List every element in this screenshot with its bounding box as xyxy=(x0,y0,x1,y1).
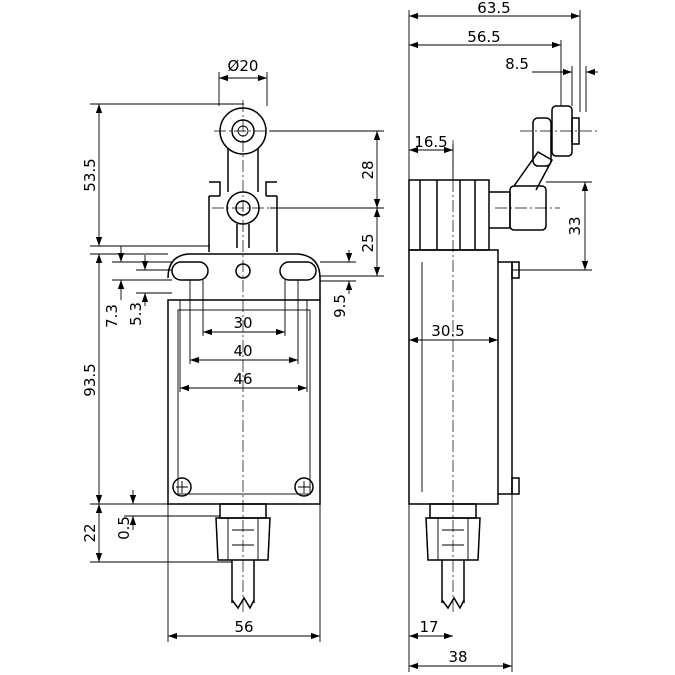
dim-hole-46: 46 xyxy=(233,370,252,388)
axis-centerlines xyxy=(212,130,380,209)
mounting-flange xyxy=(167,253,321,300)
mounting-slot-left xyxy=(171,261,209,281)
cross-recess-icon xyxy=(298,481,310,493)
side-lever-arm xyxy=(513,151,554,191)
dimension-lines xyxy=(90,10,598,672)
plunger xyxy=(236,224,250,248)
dim-roller-to-axis: 28 xyxy=(359,160,377,179)
dim-roller-width: 8.5 xyxy=(505,55,529,73)
actuator-head xyxy=(208,181,278,252)
dim-gland-offset: 0.5 xyxy=(115,516,133,540)
cable xyxy=(231,560,255,603)
dim-body-height: 93.5 xyxy=(81,363,99,396)
dim-slot-pitch-b: 5.3 xyxy=(127,302,145,326)
mounting-slot-right xyxy=(279,261,317,281)
lever-arm xyxy=(227,148,259,192)
body-inner-edge xyxy=(177,309,311,495)
cross-recess-icon xyxy=(176,481,188,493)
dimension-labels: Ø20 63.5 56.5 8.5 16.5 53.5 28 25 33 7.3… xyxy=(81,0,584,666)
dim-body-depth-inner: 30.5 xyxy=(431,322,464,340)
dim-total-width: 63.5 xyxy=(477,0,510,17)
dim-body-depth: 38 xyxy=(448,648,467,666)
gland-ribs xyxy=(227,518,259,560)
dim-body-width: 56 xyxy=(234,618,253,636)
dim-hole-40: 40 xyxy=(233,342,252,360)
dim-roller-diameter: Ø20 xyxy=(228,57,259,75)
dim-axis-offset: 16.5 xyxy=(414,133,447,151)
dim-lever-height: 53.5 xyxy=(81,158,99,191)
side-cable-break xyxy=(441,596,465,610)
side-cover xyxy=(498,261,513,495)
cable-gland xyxy=(215,517,271,561)
front-view xyxy=(167,100,380,612)
dim-lever-length: 33 xyxy=(566,216,584,235)
side-cable xyxy=(441,560,465,603)
dim-slot-pitch-a: 7.3 xyxy=(103,304,121,328)
side-gland-ribs xyxy=(437,518,469,560)
side-axis-centerlines xyxy=(495,130,600,209)
side-cable-gland xyxy=(425,517,481,561)
dim-gland-offset-side: 17 xyxy=(419,618,438,636)
side-latch-bottom xyxy=(511,477,520,495)
dim-axis-to-body: 25 xyxy=(359,233,377,252)
side-roller-bracket xyxy=(532,117,552,167)
dim-slot-height: 9.5 xyxy=(331,294,349,318)
dim-hole-30: 30 xyxy=(233,314,252,332)
cover-screw-right xyxy=(294,477,314,497)
side-head xyxy=(408,179,490,251)
side-view xyxy=(408,105,600,612)
side-lever-hub xyxy=(489,191,511,229)
dim-gland-length: 22 xyxy=(81,523,99,542)
cable-break xyxy=(231,596,255,610)
dim-lever-reach: 56.5 xyxy=(467,28,500,46)
side-head-ribs xyxy=(419,180,476,250)
cover-screw-left xyxy=(172,477,192,497)
